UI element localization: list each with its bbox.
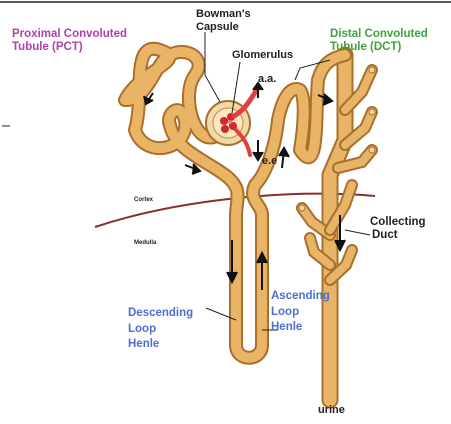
pct-label-line1: Proximal Convoluted (12, 28, 127, 41)
dct-label-line2: Tubule (DCT) (330, 41, 428, 54)
urine-label: urine (318, 404, 345, 417)
dct-label: Distal Convoluted Tubule (DCT) (330, 28, 428, 54)
medulla-label: Medulla (134, 240, 156, 247)
efferent-arteriole-label: e.e (262, 155, 277, 168)
descending-loop-label: Descending Loop Henle (128, 306, 193, 353)
cortex-label: Cortex (134, 197, 153, 204)
descending-label-line2: Loop (128, 322, 193, 338)
ascending-label-line2: Loop (271, 305, 330, 321)
bowmans-label-line1: Bowman's (196, 8, 251, 21)
bowmans-label-line2: Capsule (196, 21, 251, 34)
glomerulus-label: Glomerulus (232, 49, 293, 62)
dct-label-line1: Distal Convoluted (330, 28, 428, 41)
pct-label-line2: Tubule (PCT) (12, 41, 127, 54)
ascending-loop-label: Ascending Loop Henle (271, 289, 330, 336)
collecting-label-line2: Duct (370, 229, 426, 242)
pct-label: Proximal Convoluted Tubule (PCT) (12, 28, 127, 54)
descending-label-line3: Henle (128, 337, 193, 353)
collecting-duct-label: Collecting Duct (370, 216, 426, 242)
ascending-label-line3: Henle (271, 320, 330, 336)
ascending-label-line1: Ascending (271, 289, 330, 305)
bowmans-capsule-label: Bowman's Capsule (196, 8, 251, 33)
collecting-label-line1: Collecting (370, 216, 426, 229)
afferent-arteriole-label: a.a. (258, 73, 276, 86)
descending-label-line1: Descending (128, 306, 193, 322)
